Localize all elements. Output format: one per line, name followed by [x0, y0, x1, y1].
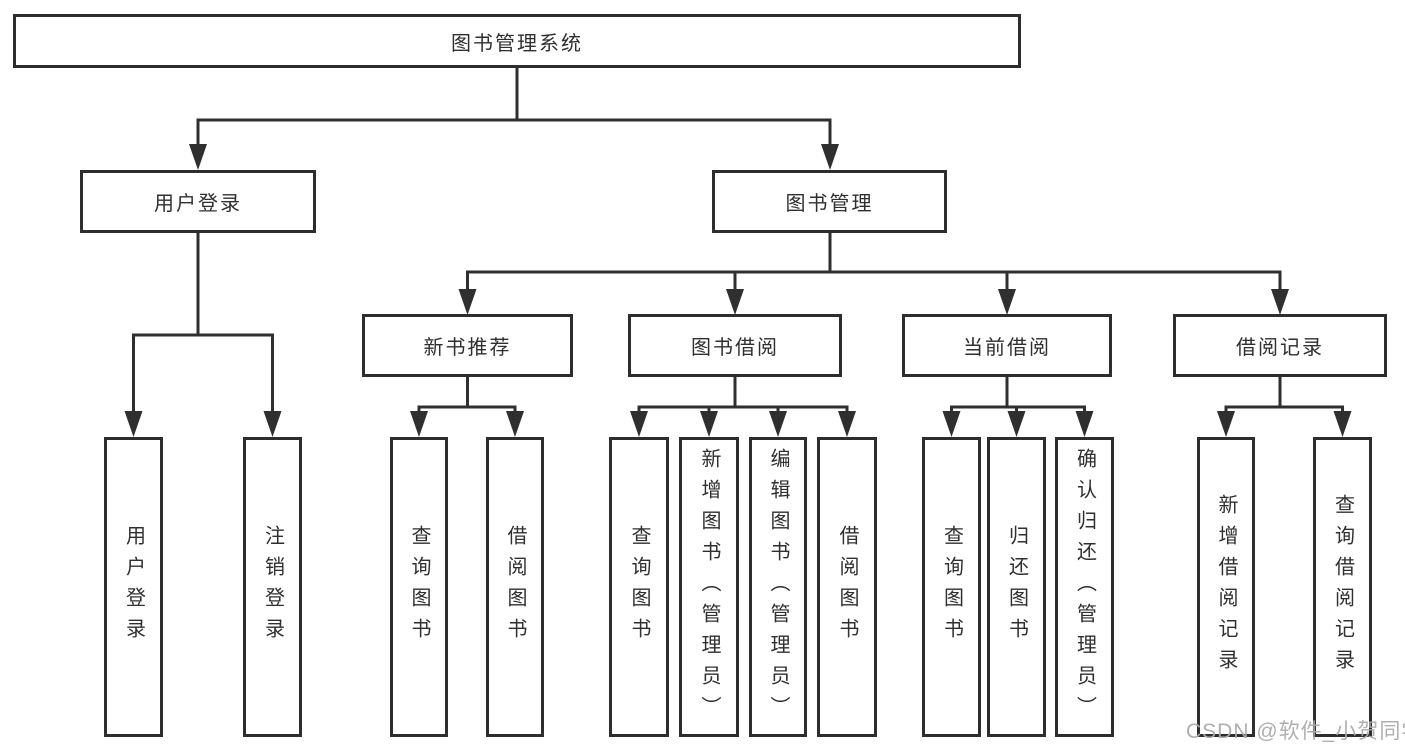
connector-user-login-branch [132, 333, 274, 421]
arrow-to-leaf-nb-query [410, 411, 428, 437]
node-user-login: 用户登录 [80, 170, 316, 233]
leaf-bb-edit-book-admin-label: 编辑图书（管理员） [767, 447, 789, 727]
leaf-br-add-record: 新增借阅记录 [1197, 437, 1255, 737]
leaf-bb-edit-book-admin: 编辑图书（管理员） [749, 437, 807, 737]
leaf-bb-query-book-label: 查询图书 [628, 525, 650, 649]
arrow-to-leaf-logout [263, 411, 282, 437]
leaf-bb-add-book-admin: 新增图书（管理员） [679, 437, 739, 737]
node-current-borrow: 当前借阅 [902, 314, 1112, 377]
connector-book-mgmt-branch [466, 270, 1282, 298]
node-root-label: 图书管理系统 [451, 32, 583, 55]
leaf-user-login: 用户登录 [104, 437, 163, 737]
arrow-to-leaf-bb-query [630, 411, 648, 437]
leaf-cb-query-book: 查询图书 [922, 437, 981, 737]
arrow-to-leaf-cb-query [942, 411, 961, 437]
node-book-borrow-label: 图书借阅 [691, 337, 779, 359]
arrow-to-leaf-bb-add [700, 411, 718, 437]
node-user-login-label: 用户登录 [154, 193, 242, 215]
leaf-br-query-record-label: 查询借阅记录 [1331, 494, 1354, 680]
csdn-watermark: CSDN @软件_小贺同学 [1186, 720, 1405, 743]
leaf-br-add-record-label: 新增借阅记录 [1215, 494, 1237, 680]
node-new-book-recommend: 新书推荐 [362, 314, 573, 377]
arrow-to-leaf-cb-confirm [1075, 411, 1094, 437]
node-book-management: 图书管理 [712, 170, 947, 233]
leaf-bb-add-book-admin-label: 新增图书（管理员） [698, 447, 720, 727]
leaf-nb-query-book-label: 查询图书 [408, 525, 430, 649]
connector-root-branch [196, 118, 832, 154]
leaf-cb-confirm-return-admin: 确认归还（管理员） [1055, 437, 1114, 737]
leaf-cb-return-book-label: 归还图书 [1005, 525, 1028, 649]
arrow-to-new-book [458, 289, 477, 315]
node-borrow-record-label: 借阅记录 [1236, 337, 1324, 359]
node-root: 图书管理系统 [13, 14, 1021, 68]
leaf-cb-confirm-return-admin-label: 确认归还（管理员） [1073, 447, 1096, 727]
arrow-to-leaf-bb-edit [769, 411, 787, 437]
connector-borrow-record-branch [1224, 405, 1344, 421]
arrow-to-user-login [189, 144, 207, 170]
arrow-to-leaf-br-query [1333, 411, 1352, 437]
leaf-bb-query-book: 查询图书 [609, 437, 669, 737]
leaf-logout-label: 注销登录 [261, 525, 284, 649]
leaf-bb-borrow-book-label: 借阅图书 [836, 525, 858, 649]
arrow-to-leaf-nb-borrow [506, 411, 524, 437]
connector-book-borrow-branch [637, 405, 849, 421]
leaf-cb-query-book-label: 查询图书 [940, 525, 963, 649]
node-current-borrow-label: 当前借阅 [963, 337, 1051, 359]
leaf-user-login-label: 用户登录 [122, 525, 145, 649]
leaf-bb-borrow-book: 借阅图书 [817, 437, 877, 737]
leaf-logout: 注销登录 [243, 437, 302, 737]
node-new-book-recommend-label: 新书推荐 [423, 337, 512, 359]
arrow-to-book-mgmt [821, 144, 839, 170]
leaf-nb-borrow-book-label: 借阅图书 [504, 525, 526, 649]
arrow-to-leaf-user-login [124, 411, 143, 437]
node-book-borrow: 图书借阅 [628, 314, 842, 377]
node-book-management-label: 图书管理 [785, 193, 874, 215]
arrow-to-book-borrow [726, 289, 744, 315]
arrow-to-leaf-bb-borrow [838, 411, 856, 437]
leaf-br-query-record: 查询借阅记录 [1313, 437, 1372, 737]
leaf-cb-return-book: 归还图书 [987, 437, 1046, 737]
arrow-to-borrow-record [1271, 289, 1289, 315]
connector-new-book-branch [417, 405, 517, 421]
arrow-to-leaf-br-add [1217, 411, 1235, 437]
arrow-to-current-borrow [998, 289, 1016, 315]
leaf-nb-borrow-book: 借阅图书 [486, 437, 544, 737]
arrow-to-leaf-cb-return [1007, 411, 1026, 437]
leaf-nb-query-book: 查询图书 [390, 437, 448, 737]
node-borrow-record: 借阅记录 [1173, 314, 1387, 377]
